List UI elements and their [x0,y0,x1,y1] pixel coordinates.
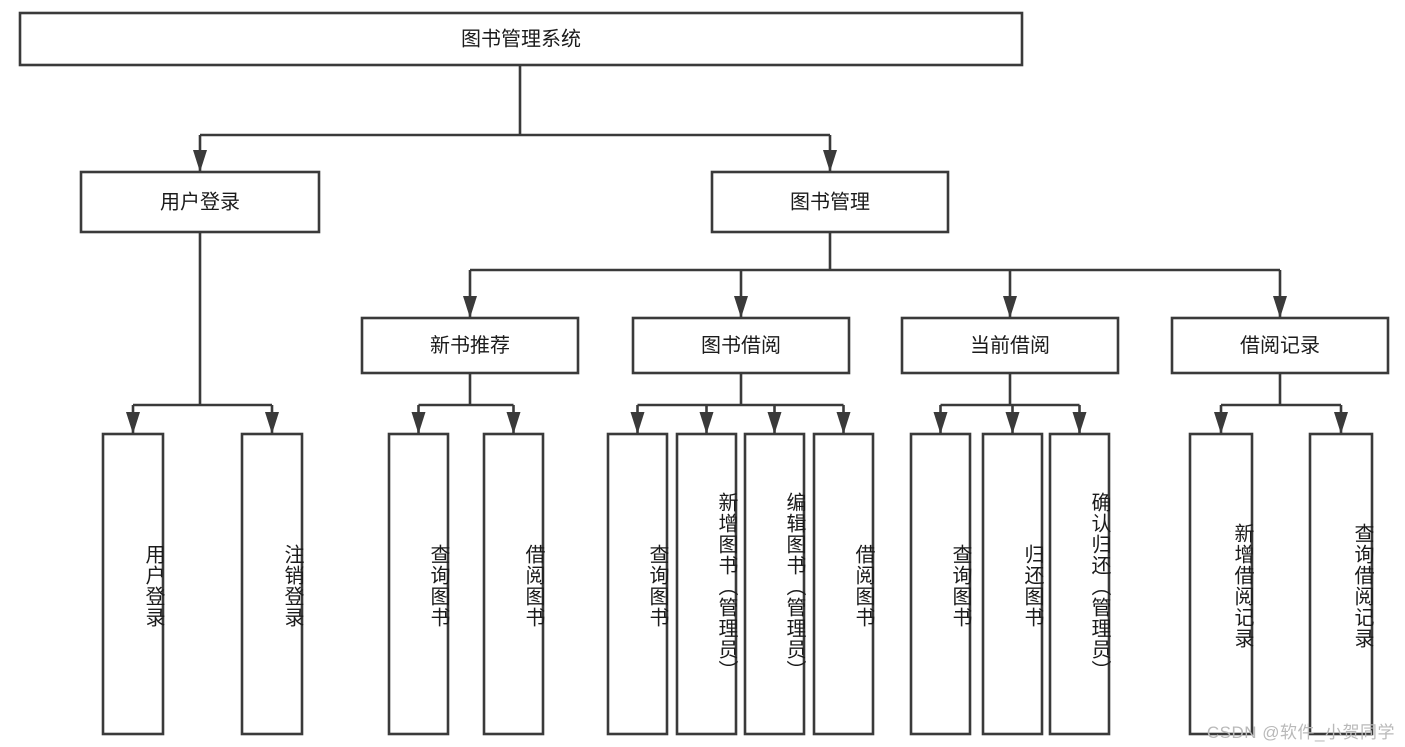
node-label-new-book-recommend: 新书推荐 [430,334,510,357]
node-label-root: 图书管理系统 [461,27,581,50]
arrow-leaf-user-login [126,412,140,434]
node-box-book-management[interactable] [710,170,950,234]
arrow-book-borrow [734,296,748,318]
level3-book-borrow[interactable] [631,316,851,375]
leaf-leaf-query-book-2[interactable] [606,432,669,736]
node-box-new-book-recommend[interactable] [360,316,580,375]
level2-book-management[interactable] [710,170,950,234]
leaf-leaf-query-borrow-record[interactable] [1308,432,1374,736]
node-label-borrow-record: 借阅记录 [1240,334,1320,357]
node-box-leaf-add-book-admin[interactable] [675,432,738,736]
arrow-leaf-logout [265,412,279,434]
node-box-book-borrow[interactable] [631,316,851,375]
arrow-leaf-add-borrow-record [1214,412,1228,434]
arrow-book-management [823,150,837,172]
level2-user-login[interactable] [79,170,321,234]
boxes-layer [18,11,1390,736]
node-box-leaf-query-book-1[interactable] [387,432,450,736]
node-box-leaf-query-borrow-record[interactable] [1308,432,1374,736]
arrow-borrow-record [1273,296,1287,318]
leaf-leaf-query-book-3[interactable] [909,432,972,736]
leaf-leaf-query-book-1[interactable] [387,432,450,736]
csdn-watermark: CSDN @软件_小贺同学 [1206,723,1395,742]
leaf-leaf-edit-book-admin[interactable] [743,432,806,736]
root-root[interactable] [18,11,1024,67]
leaf-leaf-borrow-book-2[interactable] [812,432,875,736]
level3-new-book-recommend[interactable] [360,316,580,375]
node-box-leaf-borrow-book-2[interactable] [812,432,875,736]
level3-borrow-record[interactable] [1170,316,1390,375]
arrow-current-borrow [1003,296,1017,318]
node-box-leaf-confirm-return[interactable] [1048,432,1111,736]
leaf-leaf-logout[interactable] [240,432,304,736]
node-label-user-login: 用户登录 [160,190,240,213]
node-box-leaf-user-login[interactable] [101,432,165,736]
node-label-current-borrow: 当前借阅 [970,334,1050,357]
arrow-leaf-edit-book-admin [767,412,782,434]
leaf-leaf-return-book[interactable] [981,432,1044,736]
node-box-leaf-return-book[interactable] [981,432,1044,736]
arrow-leaf-borrow-book-1 [506,412,521,434]
node-box-leaf-borrow-book-1[interactable] [482,432,545,736]
connectors-layer [126,65,1348,434]
leaf-leaf-borrow-book-1[interactable] [482,432,545,736]
node-box-root[interactable] [18,11,1024,67]
arrow-leaf-query-book-1 [411,412,426,434]
node-box-user-login[interactable] [79,170,321,234]
arrow-leaf-confirm-return [1072,412,1087,434]
node-label-book-borrow: 图书借阅 [701,334,781,357]
arrow-user-login [193,150,207,172]
arrow-leaf-query-book-3 [933,412,948,434]
node-box-leaf-logout[interactable] [240,432,304,736]
node-box-leaf-add-borrow-record[interactable] [1188,432,1254,736]
arrow-leaf-return-book [1005,412,1020,434]
arrow-new-book-recommend [463,296,477,318]
level3-current-borrow[interactable] [900,316,1120,375]
leaf-leaf-user-login[interactable] [101,432,165,736]
arrow-leaf-add-book-admin [699,412,714,434]
node-label-book-management: 图书管理 [790,190,870,213]
arrow-leaf-borrow-book-2 [836,412,851,434]
node-box-leaf-edit-book-admin[interactable] [743,432,806,736]
arrow-leaf-query-book-2 [630,412,645,434]
arrow-leaf-query-borrow-record [1334,412,1348,434]
leaf-leaf-add-book-admin[interactable] [675,432,738,736]
leaf-leaf-add-borrow-record[interactable] [1188,432,1254,736]
node-box-leaf-query-book-2[interactable] [606,432,669,736]
node-box-leaf-query-book-3[interactable] [909,432,972,736]
leaf-leaf-confirm-return[interactable] [1048,432,1111,736]
node-box-borrow-record[interactable] [1170,316,1390,375]
node-box-current-borrow[interactable] [900,316,1120,375]
